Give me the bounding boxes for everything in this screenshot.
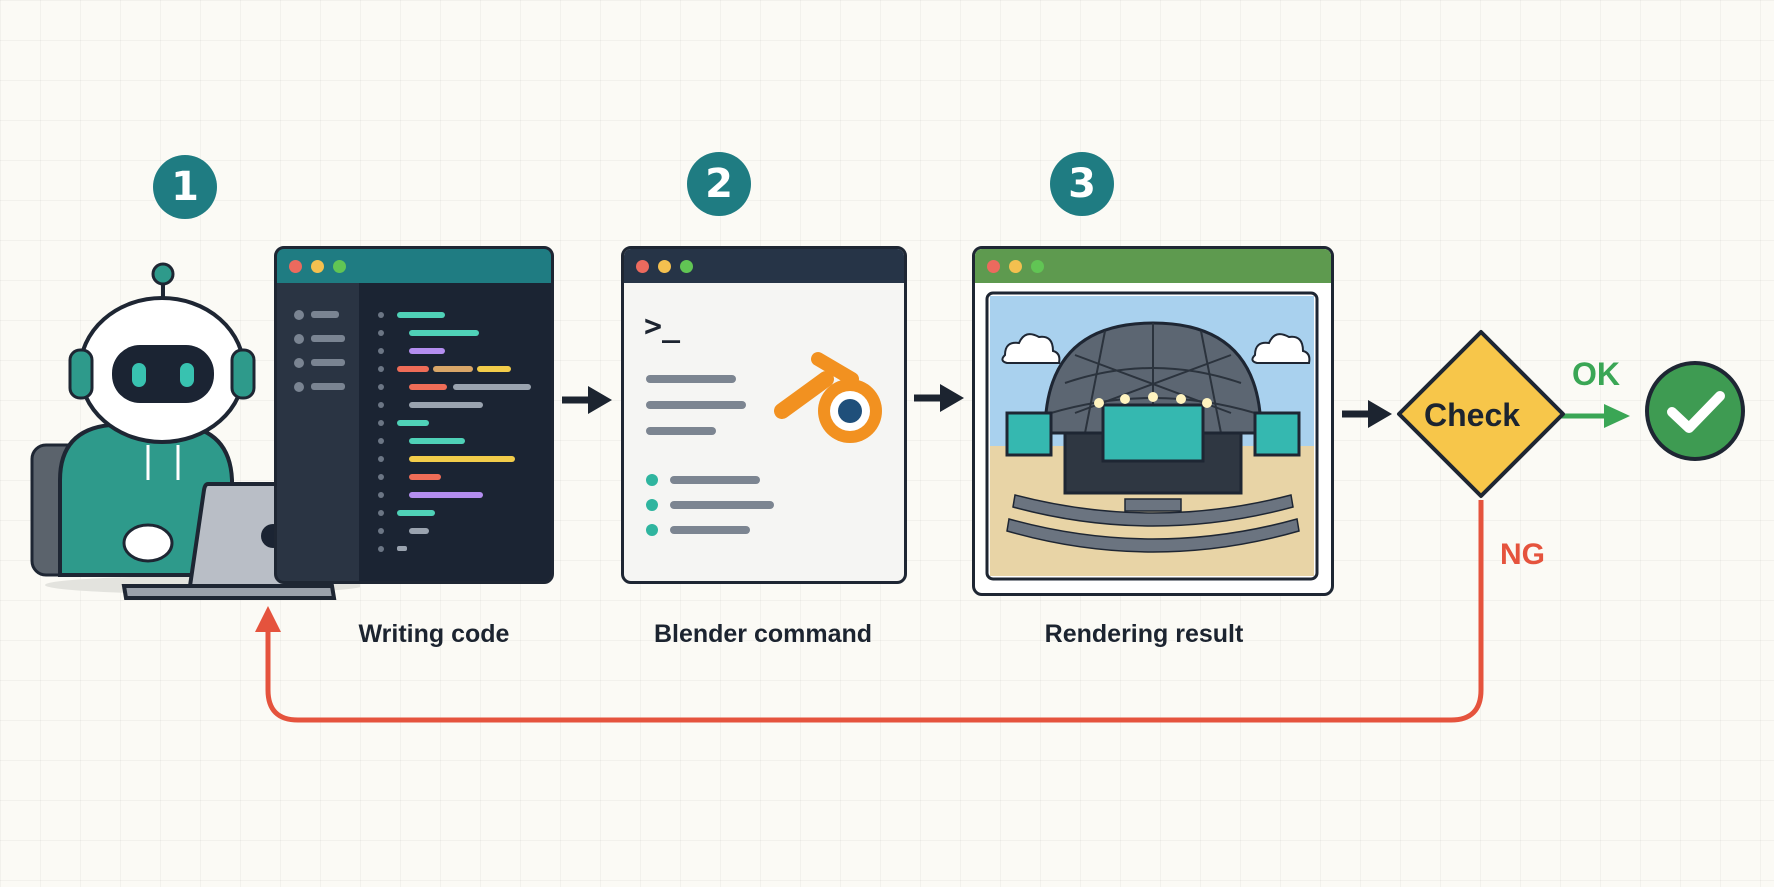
minimize-dot: [658, 259, 671, 273]
arrow-command-to-render: [914, 384, 964, 412]
arrow-code-to-command: [562, 386, 612, 414]
close-dot: [636, 259, 649, 273]
arrow-render-to-check: [1342, 400, 1392, 428]
code-lines: [277, 283, 531, 581]
arrow-ng-loop: [255, 500, 1484, 723]
step-badge-2: 2: [687, 152, 751, 216]
rendered-dome-stage-image: [985, 291, 1319, 581]
blender-command-window: >_: [621, 246, 907, 584]
close-dot: [987, 259, 1000, 273]
render-titlebar: [975, 249, 1331, 283]
check-label: Check: [1424, 397, 1521, 433]
terminal-lines: [646, 375, 774, 536]
arrow-ok: [1560, 404, 1630, 428]
ok-label: OK: [1572, 356, 1620, 392]
minimize-dot: [311, 259, 324, 273]
minimize-dot: [1009, 259, 1022, 273]
render-result-window: [972, 246, 1334, 596]
maximize-dot: [1031, 259, 1044, 273]
code-editor-window: [274, 246, 554, 584]
caption-rendering-result: Rendering result: [1044, 620, 1244, 648]
close-dot: [289, 259, 302, 273]
maximize-dot: [333, 259, 346, 273]
terminal-titlebar: [624, 249, 904, 283]
step-badge-1: 1: [153, 155, 217, 219]
step-badge-3: 3: [1050, 152, 1114, 216]
caption-blender-command: Blender command: [653, 620, 873, 648]
check-circle-icon: [1645, 361, 1745, 461]
decision-diamond: [1397, 330, 1565, 498]
code-editor-titlebar: [277, 249, 551, 283]
blender-logo-icon: [774, 352, 882, 443]
maximize-dot: [680, 259, 693, 273]
ng-label: NG: [1500, 538, 1545, 571]
terminal-prompt: >_: [644, 309, 681, 344]
caption-writing-code: Writing code: [358, 620, 510, 648]
